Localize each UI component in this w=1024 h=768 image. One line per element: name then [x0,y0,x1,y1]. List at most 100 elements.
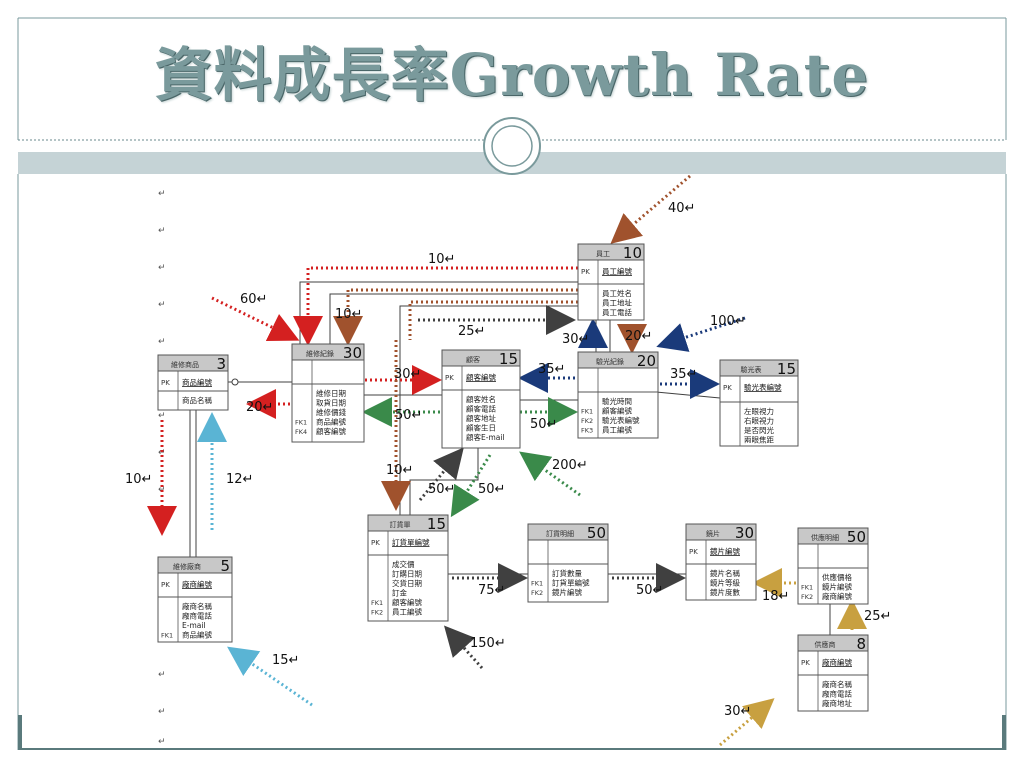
primary-key-field: 驗光表編號 [744,382,782,392]
paragraph-marks: ↵↵↵↵↵↵↵↵↵↵↵↵↵↵↵↵ [158,189,166,747]
table-header: 供應明細 [811,533,839,542]
table-header: 訂貨單 [390,520,411,529]
paragraph-mark: ↵ [158,448,166,458]
table-header: 驗光表 [741,365,762,374]
record-count: 3 [216,355,226,373]
field: 左眼視力 [744,406,774,416]
paragraph-mark: ↵ [158,226,166,236]
field: 取貨日期 [316,398,346,408]
table-header: 維修商品 [171,360,199,369]
record-count: 8 [856,635,866,653]
table-header: 員工 [596,250,610,258]
field: 是否閃光 [744,425,774,435]
growth-arrows [147,174,867,747]
field: 商品編號 [316,417,346,427]
record-count: 30 [735,524,754,542]
growth-rate-label: 50↵ [478,482,505,497]
fk-marker: FK1 [161,632,173,640]
fk-marker: FK2 [531,589,543,597]
field: 廠商編號 [822,591,852,601]
title-ornament-circle [483,117,541,175]
field: 供應價格 [822,572,852,582]
field: 廠商地址 [822,698,852,708]
growth-rate-label: 30↵ [562,332,589,347]
field: 訂金 [392,588,407,598]
field: 廠商電話 [182,611,212,621]
field: 員工編號 [602,425,632,435]
paragraph-mark: ↵ [158,337,166,347]
pk-marker: PK [371,539,380,547]
growth-rate-label: 20↵ [625,329,652,344]
field: 訂購日期 [392,569,422,579]
field: 驗光表編號 [602,415,640,425]
growth-rate-label: 40↵ [668,201,695,216]
record-count: 50 [847,528,866,546]
fk-marker: FK2 [371,609,383,617]
record-count: 15 [777,360,796,378]
growth-rate-label: 25↵ [458,324,485,339]
paragraph-mark: ↵ [158,263,166,273]
field: E-mail [182,621,206,630]
field: 廠商電話 [822,689,852,699]
pk-marker: PK [161,379,170,387]
growth-rate-label: 20↵ [246,400,273,415]
record-count: 5 [220,557,230,575]
growth-rate-label: 18↵ [762,589,789,604]
growth-rate-label: 10↵ [428,252,455,267]
field: 鏡片編號 [822,582,852,592]
pk-marker: PK [445,374,454,382]
growth-rate-label: 30↵ [724,704,751,719]
field: 商品編號 [182,630,212,640]
record-count: 10 [623,244,642,262]
pk-marker: PK [161,581,170,589]
field: 顧客E-mail [466,432,505,442]
record-count: 50 [587,524,606,542]
growth-rate-label: 15↵ [272,653,299,668]
record-count: 15 [499,350,518,368]
field: 廠商名稱 [182,601,212,611]
field: 維修價錢 [316,407,346,417]
primary-key-field: 廠商編號 [822,657,852,667]
paragraph-mark: ↵ [158,411,166,421]
table-header: 鏡片 [706,529,720,538]
growth-rate-labels: 40↵10↵60↵10↵25↵100↵30↵20↵30↵35↵35↵20↵50↵… [125,201,891,719]
field: 驗光時間 [602,396,632,406]
table-header: 訂貨明細 [546,529,574,538]
paragraph-mark: ↵ [158,189,166,199]
field: 鏡片名稱 [710,568,740,578]
field: 商品名稱 [182,395,212,405]
growth-rate-label: 10↵ [125,472,152,487]
growth-rate-label: 50↵ [395,408,422,423]
field: 員工地址 [602,298,632,308]
field: 顧客編號 [392,597,422,607]
table-header: 維修廠商 [173,562,201,571]
field: 員工姓名 [602,288,632,298]
field: 訂貨數量 [552,568,582,578]
fk-marker: FK1 [295,419,307,427]
growth-rate-label: 50↵ [530,417,557,432]
table-header: 驗光紀錄 [596,357,624,366]
growth-rate-label: 50↵ [636,583,663,598]
record-count: 15 [427,515,446,533]
slide-title: 資料成長率Growth Rate [154,41,870,109]
field: 鏡片等級 [710,578,740,588]
table-header: 顧客 [466,355,480,364]
pk-marker: PK [581,268,590,276]
fk-marker: FK1 [801,584,813,592]
growth-rate-label: 35↵ [670,367,697,382]
table-header: 供應商 [815,640,836,649]
primary-key-field: 顧客編號 [466,372,496,382]
primary-key-field: 廠商編號 [182,579,212,589]
paragraph-mark: ↵ [158,670,166,680]
field: 兩眼焦距 [744,435,774,445]
growth-rate-label: 100↵ [710,314,746,329]
